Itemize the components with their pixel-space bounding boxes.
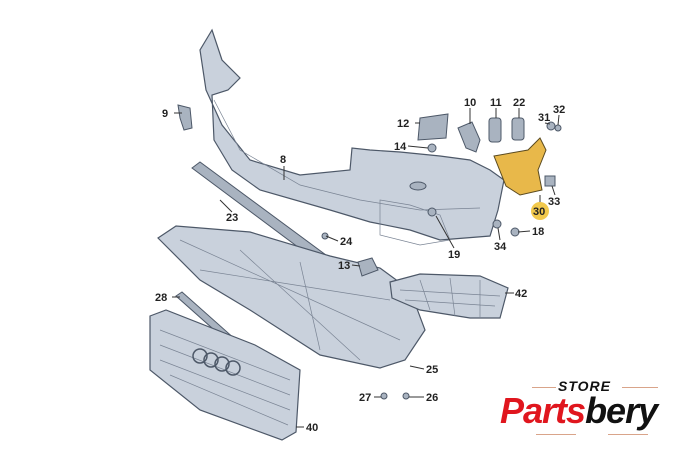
grille-rings-logo [192,348,241,376]
part-9 [177,104,193,131]
part-18-clip [510,227,520,237]
callout-12: 12 [397,118,409,130]
logo-brand: Partsbery [500,390,658,432]
callout-32: 32 [553,104,565,116]
part-32-screw [554,124,562,132]
lower-grille-mesh [399,277,501,318]
callout-9: 9 [162,108,168,120]
callout-27: 27 [359,392,371,404]
callout-30-highlight [531,202,549,220]
callout-34: 34 [494,241,507,253]
callout-labels: 9 8 23 24 10 11 22 32 31 12 14 33 30 18 … [155,97,565,434]
part-34-clip [492,219,502,229]
callout-31: 31 [538,112,550,124]
callout-22: 22 [513,97,525,109]
logo-rule [622,387,658,388]
logo-brand-black: bery [585,390,658,431]
logo-store-text: STORE [558,378,611,394]
callout-40: 40 [306,422,318,434]
part-12 [417,113,449,141]
part-27-screw [380,392,388,400]
callout-18: 18 [532,226,544,238]
part-11 [488,117,502,143]
callout-8: 8 [280,154,286,166]
part-42-lower-grille [389,273,509,319]
callout-23: 23 [226,212,238,224]
logo-rule [536,434,576,435]
callout-42: 42 [515,288,527,300]
logo-brand-red: Parts [500,390,586,431]
callout-25: 25 [426,364,438,376]
partsbery-logo: STORE Partsbery [500,378,680,438]
bumper-cover [199,28,505,241]
part-40-grille [149,309,301,441]
logo-rule [608,434,648,435]
tow-eye-opening [409,181,427,191]
callout-24: 24 [340,236,353,248]
callout-14: 14 [394,141,407,153]
part-14 [427,143,437,153]
part-24-screw [321,232,329,240]
callout-19: 19 [448,249,460,261]
callout-13: 13 [338,260,350,272]
part-19 [427,207,437,217]
callout-30: 30 [533,206,545,218]
part-26-screw [402,392,410,400]
leader-lines [172,108,560,428]
part-10 [457,121,481,153]
part-22 [511,117,525,141]
callout-33: 33 [548,196,560,208]
callout-10: 10 [464,97,476,109]
part-13 [357,257,379,277]
part-30-bracket-highlighted [493,137,547,196]
underbody-ribs [179,239,401,361]
callout-26: 26 [426,392,438,404]
logo-rule [532,387,556,388]
callout-11: 11 [490,97,502,109]
part-33-clip [544,175,556,187]
callout-28: 28 [155,292,167,304]
